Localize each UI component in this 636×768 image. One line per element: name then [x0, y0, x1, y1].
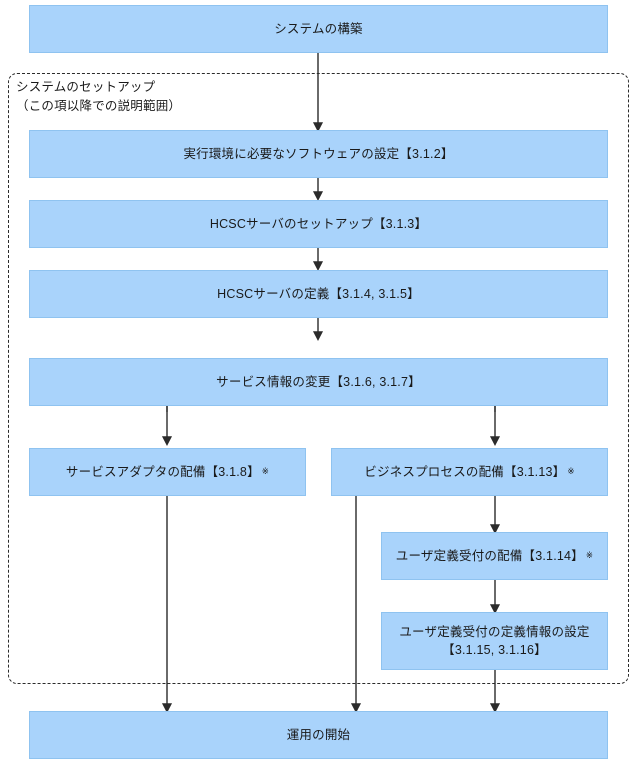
- node-build-system[interactable]: システムの構築: [29, 5, 608, 53]
- node-software-setup-label: 実行環境に必要なソフトウェアの設定【3.1.2】: [183, 146, 454, 161]
- node-service-adapter-deploy-note: ※: [261, 465, 270, 476]
- node-start-operation-label: 運用の開始: [286, 727, 351, 742]
- node-hcsc-server-definition-label: HCSCサーバの定義【3.1.4, 3.1.5】: [217, 286, 420, 301]
- node-build-system-label: システムの構築: [274, 21, 363, 36]
- system-setup-group-box: [8, 73, 629, 684]
- node-business-process-deploy-note: ※: [567, 465, 575, 476]
- system-setup-group-label: システムのセットアップ （この項以降での説明範囲）: [16, 80, 182, 113]
- node-hcsc-server-setup-label: HCSCサーバのセットアップ【3.1.3】: [209, 216, 428, 231]
- node-user-defined-definition-label: ユーザ定義受付の定義情報の設定 【3.1.15, 3.1.16】: [399, 624, 590, 657]
- node-service-info-change-label: サービス情報の変更【3.1.6, 3.1.7】: [216, 374, 421, 389]
- node-business-process-deploy[interactable]: ビジネスプロセスの配備【3.1.13】※: [331, 448, 608, 496]
- node-user-defined-reception[interactable]: ユーザ定義受付の配備【3.1.14】※: [381, 532, 608, 580]
- node-service-adapter-deploy-label: サービスアダプタの配備【3.1.8】: [65, 464, 260, 479]
- node-service-adapter-deploy[interactable]: サービスアダプタの配備【3.1.8】※: [29, 448, 306, 496]
- node-software-setup[interactable]: 実行環境に必要なソフトウェアの設定【3.1.2】: [29, 130, 608, 178]
- node-hcsc-server-definition[interactable]: HCSCサーバの定義【3.1.4, 3.1.5】: [29, 270, 608, 318]
- node-user-defined-definition[interactable]: ユーザ定義受付の定義情報の設定 【3.1.15, 3.1.16】: [381, 612, 608, 670]
- node-hcsc-server-setup[interactable]: HCSCサーバのセットアップ【3.1.3】: [29, 200, 608, 248]
- node-user-defined-reception-label: ユーザ定義受付の配備【3.1.14】: [395, 548, 584, 563]
- node-user-defined-reception-note: ※: [585, 549, 594, 560]
- node-service-info-change[interactable]: サービス情報の変更【3.1.6, 3.1.7】: [29, 358, 608, 406]
- node-business-process-deploy-label: ビジネスプロセスの配備【3.1.13】: [364, 464, 566, 479]
- node-start-operation[interactable]: 運用の開始: [29, 711, 608, 759]
